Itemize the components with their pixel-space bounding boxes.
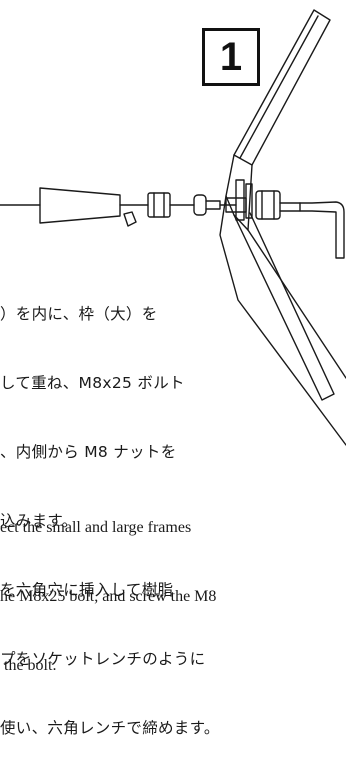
en-line: the bolt.: [0, 657, 57, 674]
jp-line: 込みます。: [0, 512, 78, 530]
washer: [193, 194, 207, 216]
frame-leg-back: [219, 195, 346, 446]
jp-line: 、内側から M8 ナットを: [0, 443, 177, 461]
frame-arm: [233, 9, 331, 166]
m8-bolt-shank: [225, 197, 247, 213]
jp-line: ）を内に、枠（大）を: [0, 305, 158, 323]
instructions-english: ect the small and large frames he M8x25 …: [0, 470, 216, 700]
hex-key: [279, 201, 345, 259]
step-number: 1: [219, 35, 243, 79]
en-line: he M8x25 bolt, and screw the M8: [0, 588, 217, 605]
frame-leg-outer: [233, 212, 335, 401]
assembly-illustration: [0, 9, 346, 446]
jp-line: して重ね、M8x25 ボルト: [0, 374, 185, 392]
frame-leg-inner: [247, 229, 346, 379]
small-frame-plate: [235, 179, 245, 221]
en-line: ect the small and large frames: [0, 519, 192, 536]
jp-line: 使い、六角レンチで締めます。: [0, 719, 220, 737]
frame-joint: [225, 154, 253, 231]
frame-arm-inner: [239, 15, 319, 159]
resin-cap: [39, 187, 121, 224]
step-number-box: 1: [202, 28, 260, 86]
m8-bolt-head: [255, 190, 281, 220]
m8-nut: [147, 192, 171, 218]
